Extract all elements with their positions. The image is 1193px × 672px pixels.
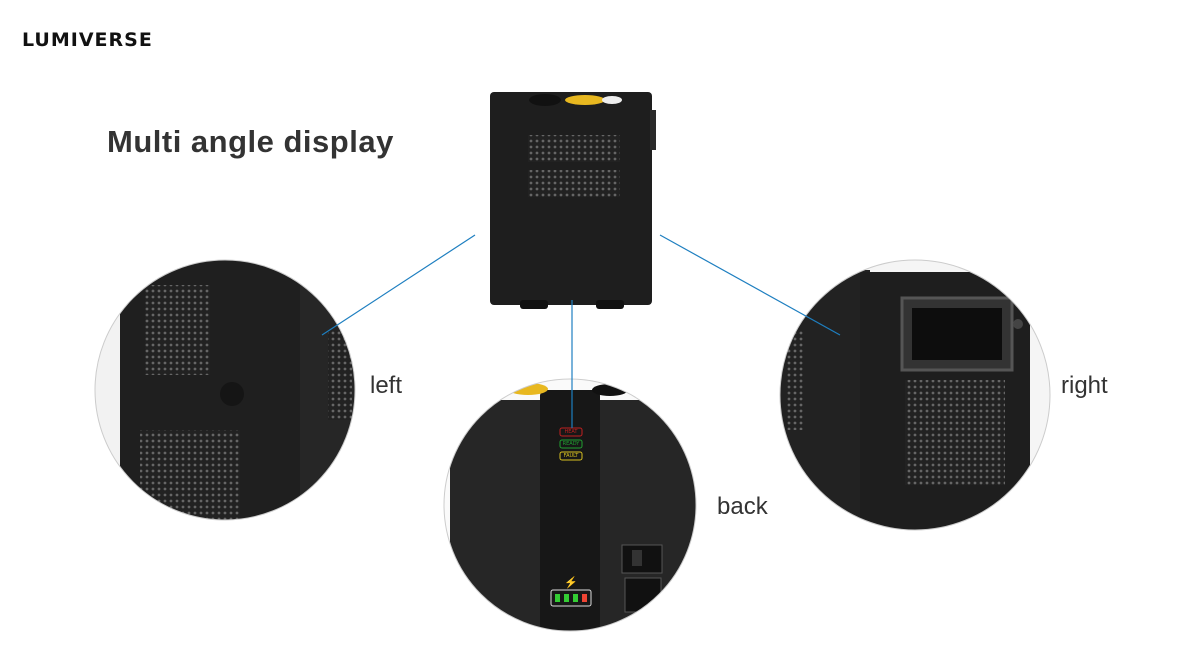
- back-view-label: back: [717, 493, 768, 520]
- callout-lines: [321, 234, 841, 428]
- right-view-detail: [780, 260, 1050, 530]
- ready-indicator: READY: [562, 441, 580, 447]
- left-view-label: left: [370, 372, 403, 399]
- left-view-detail: [95, 260, 355, 520]
- svg-text:⚡: ⚡: [564, 576, 578, 589]
- page-title: Multi angle display: [107, 124, 394, 159]
- brand-logo: LUMIVERSE: [22, 29, 153, 51]
- back-view-detail: ⚡: [444, 379, 696, 631]
- right-view-label: right: [1061, 372, 1108, 399]
- fault-indicator: FAULT: [563, 453, 579, 459]
- device-main-view: [490, 92, 656, 309]
- heat-indicator: HEAT: [564, 429, 578, 435]
